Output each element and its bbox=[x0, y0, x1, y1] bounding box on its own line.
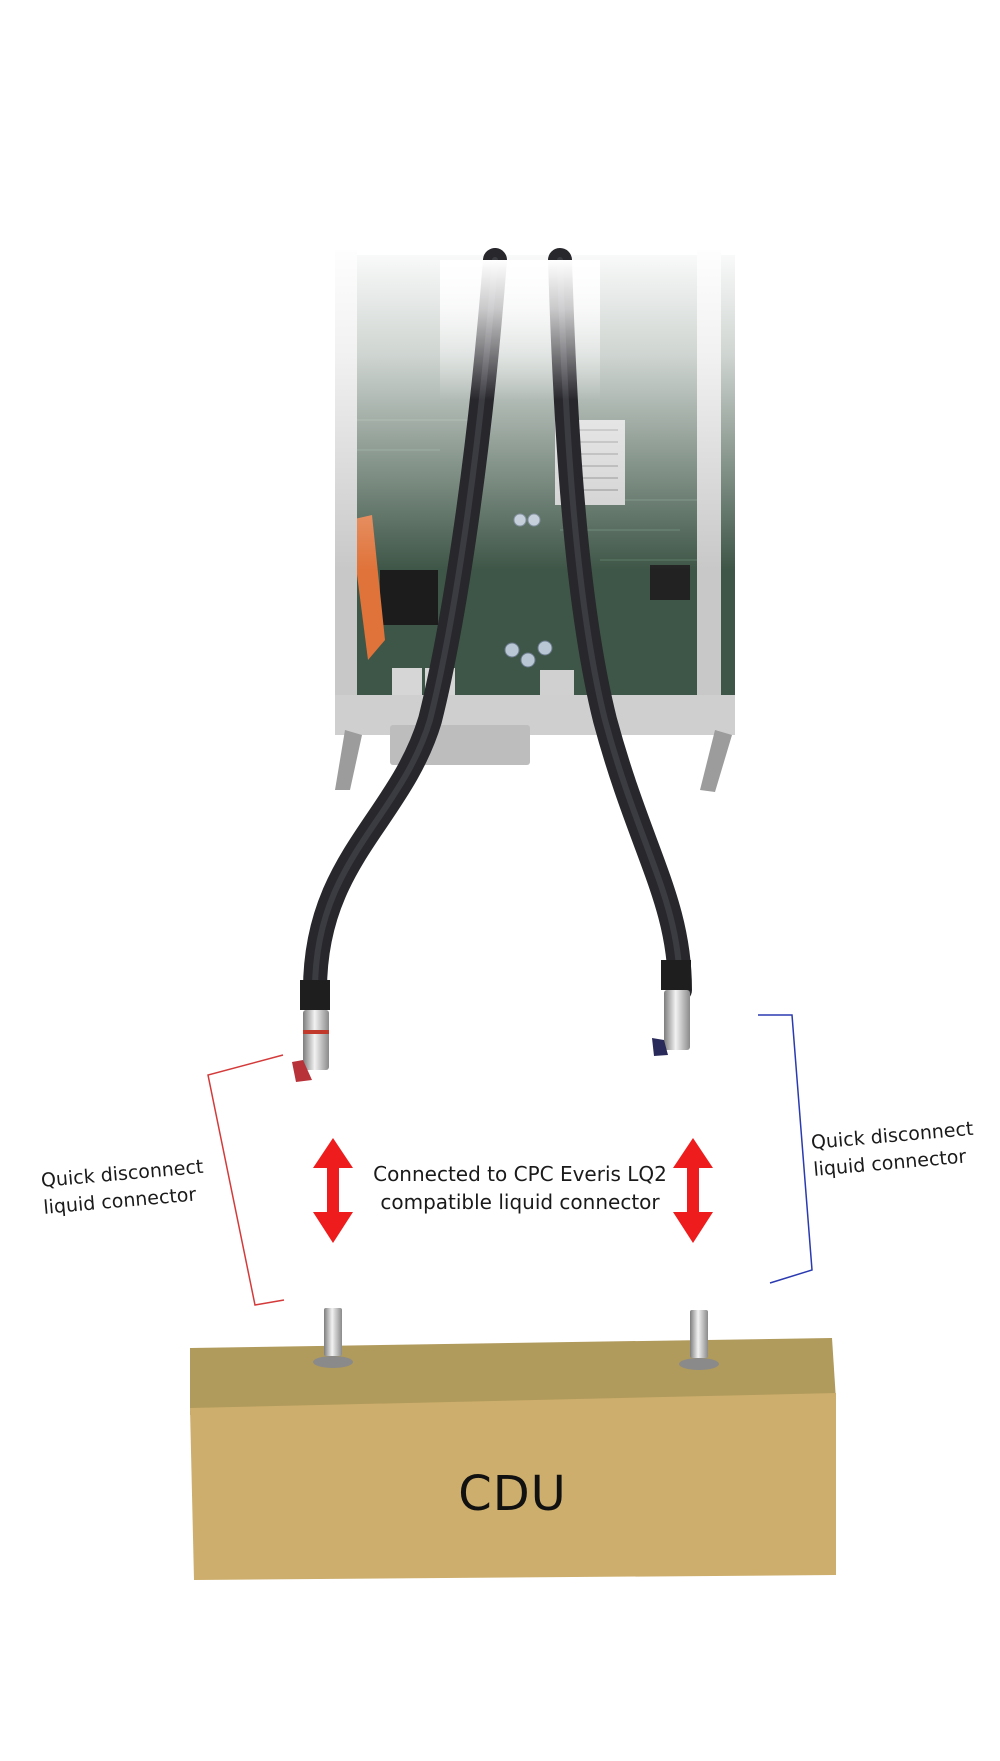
cdu-label: CDU bbox=[458, 1466, 567, 1522]
hose-fade bbox=[440, 260, 600, 400]
connector-base bbox=[679, 1358, 719, 1370]
connector-body bbox=[303, 1010, 329, 1070]
connector-tip bbox=[292, 1060, 312, 1082]
coolant-hoses bbox=[303, 248, 692, 1002]
label-center-line-2: compatible liquid connector bbox=[380, 1190, 660, 1214]
connector-body bbox=[690, 1310, 708, 1358]
connector-collar bbox=[661, 960, 691, 990]
bracket-right bbox=[758, 1014, 813, 1284]
label-center-line-1: Connected to CPC Everis LQ2 bbox=[373, 1162, 667, 1186]
connector-body bbox=[324, 1308, 342, 1356]
connector-body bbox=[664, 990, 690, 1050]
chip bbox=[380, 570, 438, 625]
connector-top-left bbox=[292, 980, 330, 1082]
connector-base bbox=[313, 1356, 353, 1368]
cdu-unit bbox=[190, 1338, 836, 1580]
connector-collar bbox=[300, 980, 330, 1010]
tray-latch-right bbox=[700, 730, 732, 792]
connector-bottom-left bbox=[313, 1308, 353, 1368]
double-headed-vertical-arrow-icon-right bbox=[673, 1138, 713, 1243]
hose-left-highlight bbox=[312, 257, 498, 993]
cdu-front-face bbox=[190, 1393, 836, 1580]
bracket-left bbox=[207, 1054, 285, 1306]
connector-band bbox=[303, 1030, 329, 1034]
connector-top-right bbox=[652, 960, 691, 1056]
usb-port-1 bbox=[392, 668, 422, 696]
double-headed-vertical-arrow-icon-left bbox=[313, 1138, 353, 1243]
cdu-top-face bbox=[190, 1338, 836, 1415]
tray-latch-left bbox=[335, 730, 362, 790]
connector-tip bbox=[652, 1038, 668, 1056]
connector-bottom-right bbox=[679, 1310, 719, 1370]
label-center: Connected to CPC Everis LQ2 compatible l… bbox=[350, 1160, 690, 1216]
chip-small bbox=[650, 565, 690, 600]
